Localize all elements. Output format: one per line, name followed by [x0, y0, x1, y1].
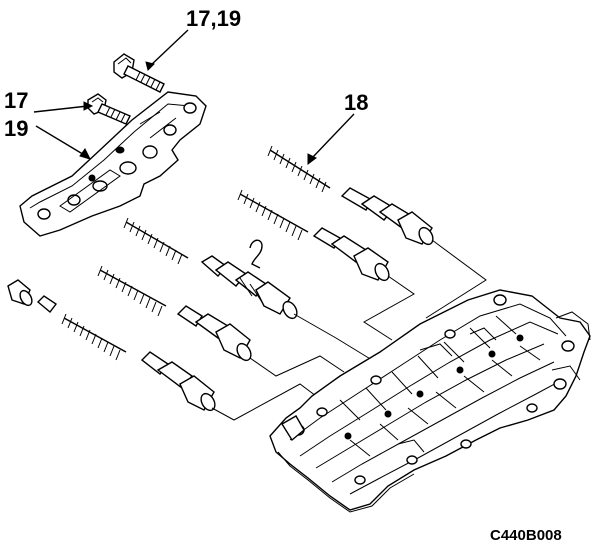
callout-17-19: 17,19 [186, 6, 242, 31]
leader-19-arrow [79, 148, 91, 160]
leader-18-arrow [307, 153, 317, 165]
valve-center [200, 255, 298, 320]
pin-bottom-left [36, 295, 58, 314]
figure-code: C440B008 [490, 527, 562, 544]
leader-bolt-top [149, 29, 189, 67]
retaining-clip [249, 239, 263, 269]
leader-17-arrow [83, 101, 94, 111]
spring-mid-right [237, 189, 309, 241]
callout-18: 18 [344, 90, 369, 115]
callout-19: 19 [4, 116, 29, 141]
bracket-plate [19, 91, 207, 237]
leader-17 [33, 105, 89, 113]
leader-bolt-top-arrow [145, 61, 155, 71]
spring-lower-mid [97, 265, 167, 317]
bolt-top [113, 53, 165, 93]
valve-bottom [140, 351, 216, 412]
valve-upper-right [340, 187, 434, 246]
leader-19 [35, 125, 87, 157]
spring-center [123, 217, 189, 265]
assembly-guide-lines [211, 239, 487, 421]
bolt-left [87, 93, 131, 125]
leader-18 [311, 113, 355, 159]
valve-mid-right [312, 227, 390, 282]
spring-bottom [61, 313, 127, 361]
spring-18 [267, 145, 331, 193]
valve-body [269, 289, 591, 513]
plug-bottom-left [7, 279, 33, 307]
valve-lower-mid [176, 305, 252, 362]
callout-17: 17 [4, 88, 29, 113]
